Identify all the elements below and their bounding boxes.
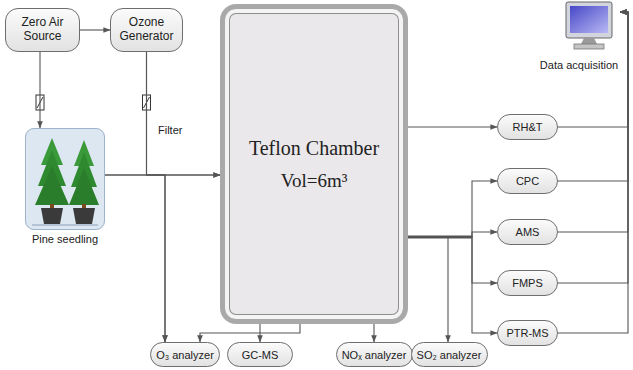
node-label: NOₓ analyzer [342, 349, 407, 361]
analyzer-box: SO₂ analyzer [411, 342, 488, 367]
pine-tree [35, 138, 69, 224]
part-label: Filter [158, 124, 182, 136]
instrument-box: FMPS [497, 270, 558, 296]
flow-arrow [408, 237, 497, 333]
flow-arrow [105, 175, 165, 342]
node-label: FMPS [512, 277, 543, 289]
flow-arrow [200, 324, 300, 342]
flow-arrow [558, 12, 628, 181]
flow-arrow [558, 12, 628, 232]
node-label: PTR-MS [506, 327, 548, 339]
analyzer-box: NOₓ analyzer [336, 342, 413, 367]
plant-enclosure: Pine seedling [25, 128, 105, 230]
flow-arrow [408, 237, 448, 342]
node-label: SO₂ analyzer [417, 349, 482, 361]
node-label: Ozone Generator [116, 16, 177, 44]
node-label: RH&T [513, 121, 543, 133]
node-label: AMS [516, 226, 540, 238]
flow-arrow [408, 126, 497, 127]
instrument-box: RH&T [497, 114, 558, 140]
node-label: GC-MS [242, 349, 279, 361]
flow-arrow [558, 12, 628, 283]
node-label: CPC [516, 175, 539, 187]
node-label: Zero Air Source [11, 16, 74, 44]
computer-node: Data acquisition [538, 0, 620, 72]
flow-arrow [80, 29, 110, 30]
pine-tree [69, 140, 99, 224]
flow-arrow [373, 324, 374, 342]
shelf-line [32, 225, 98, 226]
analyzer-box: GC-MS [227, 342, 293, 367]
flow-arrow [147, 52, 166, 342]
flow-arrow [39, 52, 40, 128]
instrument-box: PTR-MS [497, 320, 558, 346]
flow-arrow [147, 52, 221, 175]
node-sublabel: Vol=6m³ [281, 170, 348, 192]
computer-icon [566, 2, 612, 49]
flow-arrow [408, 237, 497, 283]
node-label: Data acquisition [540, 59, 618, 71]
instrument-box: CPC [497, 168, 558, 194]
reaction-chamber: Teflon ChamberVol=6m³ [220, 4, 408, 324]
gas-source-box: Zero Air Source [5, 8, 80, 52]
node-label: Teflon Chamber [249, 137, 379, 160]
node-label: Pine seedling [32, 233, 98, 245]
flow-arrow [259, 324, 260, 342]
flow-arrow [408, 232, 497, 237]
plant-chamber-fill [25, 128, 105, 230]
gas-source-box: Ozone Generator [110, 8, 183, 52]
instrument-box: AMS [497, 219, 558, 245]
flow-arrow [408, 181, 497, 237]
node-label: O₃ analyzer [156, 349, 214, 361]
analyzer-box: O₃ analyzer [150, 342, 220, 367]
